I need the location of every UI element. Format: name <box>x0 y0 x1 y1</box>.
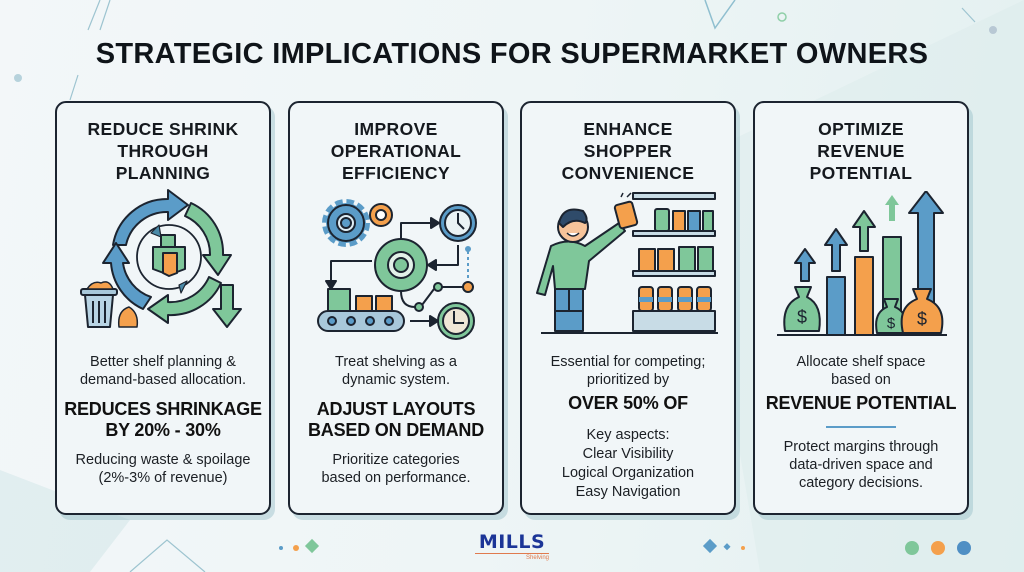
description-line: based on <box>831 372 891 388</box>
logo-underline <box>475 553 549 554</box>
card-body: Allocate shelf space based on REVENUE PO… <box>755 353 967 492</box>
card-subtext: Prioritize categories based on performan… <box>296 451 496 487</box>
subtext-line: Protect margins through <box>783 439 939 455</box>
description-line: Essential for competing; <box>550 354 706 370</box>
highlight-line: BASED ON DEMAND <box>307 420 484 440</box>
description-line: prioritized by <box>586 372 670 388</box>
blue-gear <box>322 199 370 247</box>
description-line: Better shelf planning & <box>90 354 236 370</box>
card-title: IMPROVE OPERATIONAL EFFICIENCY <box>290 118 502 184</box>
card-title-line: PLANNING <box>115 163 211 183</box>
svg-text:$: $ <box>797 307 807 327</box>
card-title-line: IMPROVE <box>354 119 438 139</box>
gears-workflow-icon <box>290 193 502 341</box>
card-reduce-shrink: REDUCE SHRINK THROUGH PLANNING Be <box>55 101 271 515</box>
subtext-line: based on performance. <box>321 470 471 486</box>
card-shopper-convenience: ENHANCE SHOPPER CONVENIENCE <box>520 101 736 515</box>
logo-subtext: Shelving <box>525 555 549 561</box>
card-title-line: REDUCE SHRINK <box>87 119 239 139</box>
revenue-growth-icon: $ $ $ <box>755 191 967 339</box>
svg-text:$: $ <box>917 309 927 329</box>
card-highlight: REVENUE POTENTIAL <box>761 393 961 414</box>
card-body: Essential for competing; prioritized by … <box>522 353 734 502</box>
highlight-line: OVER 50% OF <box>568 393 688 413</box>
card-highlight: ADJUST LAYOUTS BASED ON DEMAND <box>296 399 496 441</box>
subtext-line: category decisions. <box>798 475 924 491</box>
description-line: Treat shelving as a <box>335 354 457 370</box>
card-highlight: REDUCES SHRINKAGE BY 20% - 30% <box>63 399 263 441</box>
description-line: Allocate shelf space <box>796 354 926 370</box>
card-body: Better shelf planning & demand-based all… <box>57 353 269 487</box>
card-description: Treat shelving as a dynamic system. <box>296 353 496 389</box>
recycle-cycle-icon <box>57 185 269 333</box>
subtext-line: data-driven space and <box>789 457 933 473</box>
card-title-line: OPERATIONAL <box>330 141 462 161</box>
card-title: REDUCE SHRINK THROUGH PLANNING <box>57 118 269 184</box>
highlight-line: REVENUE POTENTIAL <box>765 393 957 413</box>
highlight-line: BY 20% - 30% <box>105 420 221 440</box>
subtext-line: Easy Navigation <box>575 484 681 500</box>
mills-shelving-logo: MILLS Shelving <box>470 532 554 562</box>
card-subtext: Key aspects: Clear Visibility Logical Or… <box>528 426 728 502</box>
svg-text:$: $ <box>887 315 896 332</box>
card-description: Better shelf planning & demand-based all… <box>63 353 263 389</box>
highlight-line: ADJUST LAYOUTS <box>316 399 476 419</box>
page-title: STRATEGIC IMPLICATIONS FOR SUPERMARKET O… <box>95 38 929 70</box>
card-title-line: EFFICIENCY <box>341 163 451 183</box>
card-revenue-potential: OPTIMIZE REVENUE POTENTIAL $ $ $ Allocat… <box>753 101 969 515</box>
card-title-line: REVENUE <box>817 141 905 161</box>
subtext-line: Key aspects: <box>586 427 670 443</box>
subtext-line: Clear Visibility <box>582 446 674 462</box>
card-subtext: Protect margins through data-driven spac… <box>761 438 961 492</box>
subtext-line: (2%-3% of revenue) <box>98 470 228 486</box>
card-highlight: OVER 50% OF <box>528 393 728 414</box>
card-subtext: Reducing waste & spoilage (2%-3% of reve… <box>63 451 263 487</box>
card-title-line: SHOPPER <box>583 141 673 161</box>
card-description: Allocate shelf space based on <box>761 353 961 389</box>
divider <box>826 426 896 428</box>
subtext-line: Reducing waste & spoilage <box>75 452 251 468</box>
card-title-line: CONVENIENCE <box>561 163 695 183</box>
card-title: OPTIMIZE REVENUE POTENTIAL <box>755 118 967 184</box>
card-operational-efficiency: IMPROVE OPERATIONAL EFFICIENCY <box>288 101 504 515</box>
highlight-line: REDUCES SHRINKAGE <box>64 399 262 419</box>
card-title-line: OPTIMIZE <box>818 119 904 139</box>
card-title-line: THROUGH <box>117 141 209 161</box>
description-line: dynamic system. <box>342 372 450 388</box>
card-title-line: ENHANCE <box>583 119 673 139</box>
subtext-line: Prioritize categories <box>332 452 460 468</box>
shopper-shelf-icon <box>522 191 734 339</box>
description-line: demand-based allocation. <box>79 372 247 388</box>
subtext-line: Logical Organization <box>561 465 695 481</box>
card-title: ENHANCE SHOPPER CONVENIENCE <box>522 118 734 184</box>
card-body: Treat shelving as a dynamic system. ADJU… <box>290 353 502 487</box>
logo-text: MILLS <box>478 531 546 553</box>
card-description: Essential for competing; prioritized by <box>528 353 728 389</box>
card-title-line: POTENTIAL <box>809 163 913 183</box>
